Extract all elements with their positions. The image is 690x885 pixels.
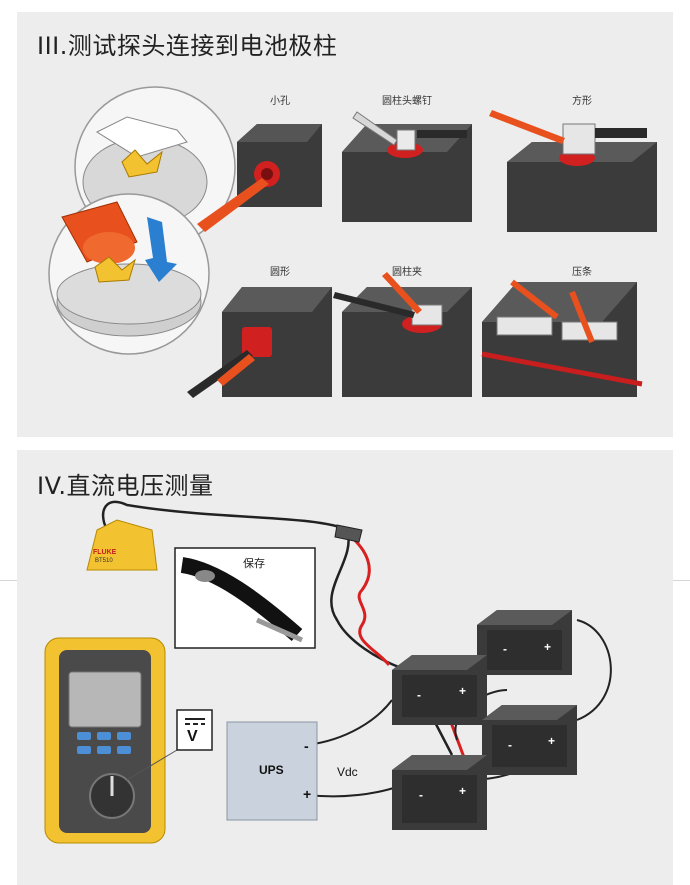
caption-small-hole: 小孔	[270, 96, 290, 107]
battery-square	[489, 110, 657, 232]
caption-cylinder-clamp: 圆柱夹	[392, 267, 422, 278]
battery-4	[392, 755, 487, 830]
battery-analyzer-meter	[44, 519, 178, 844]
hold-inset	[174, 547, 316, 649]
section-title-probe-connection: III.测试探头连接到电池极柱	[37, 32, 338, 60]
hold-label: 保存	[243, 557, 265, 570]
battery-cylinder-screw	[342, 111, 472, 222]
probe-tip-closeup	[48, 86, 236, 355]
ups-plus-terminal: +	[303, 786, 312, 802]
caption-square: 方形	[572, 96, 592, 107]
battery-round	[187, 287, 332, 398]
battery-4-plus: +	[459, 784, 467, 798]
battery-cylinder-clamp	[333, 272, 472, 397]
battery-3	[482, 705, 577, 775]
battery-2-minus: -	[417, 688, 421, 702]
probe-connection-panel: III.测试探头连接到电池极柱	[17, 12, 673, 437]
battery-4-minus: -	[419, 788, 423, 802]
battery-strip	[481, 279, 643, 397]
meter-model: BT510	[95, 558, 113, 564]
battery-1-minus: -	[503, 642, 507, 656]
battery-1-plus: +	[544, 640, 552, 654]
caption-strip: 压条	[572, 267, 592, 278]
ups-box	[226, 721, 318, 821]
battery-3-plus: +	[548, 734, 556, 748]
alligator-clip	[334, 524, 363, 543]
battery-2-plus: +	[459, 684, 467, 698]
dc-voltage-symbol-text: V	[187, 728, 198, 745]
dc-voltage-panel: IV.直流电压测量	[17, 450, 673, 885]
section-title-dc-voltage: IV.直流电压测量	[37, 472, 214, 500]
battery-3-minus: -	[508, 738, 512, 752]
meter-brand: FLUKE	[93, 549, 117, 556]
caption-cylinder-screw: 圆柱头螺钉	[382, 96, 432, 107]
ups-minus-terminal: -	[304, 738, 309, 754]
caption-round: 圆形	[270, 267, 290, 278]
battery-small-hole	[197, 124, 322, 232]
vdc-label: Vdc	[337, 765, 358, 779]
battery-1	[477, 610, 572, 675]
ups-label: UPS	[259, 763, 284, 777]
probe-connection-illustrations	[48, 86, 657, 398]
dc-volt-symbol	[176, 709, 213, 751]
battery-bank	[392, 610, 577, 830]
battery-2	[392, 655, 487, 725]
dc-voltage-diagram	[44, 500, 612, 844]
